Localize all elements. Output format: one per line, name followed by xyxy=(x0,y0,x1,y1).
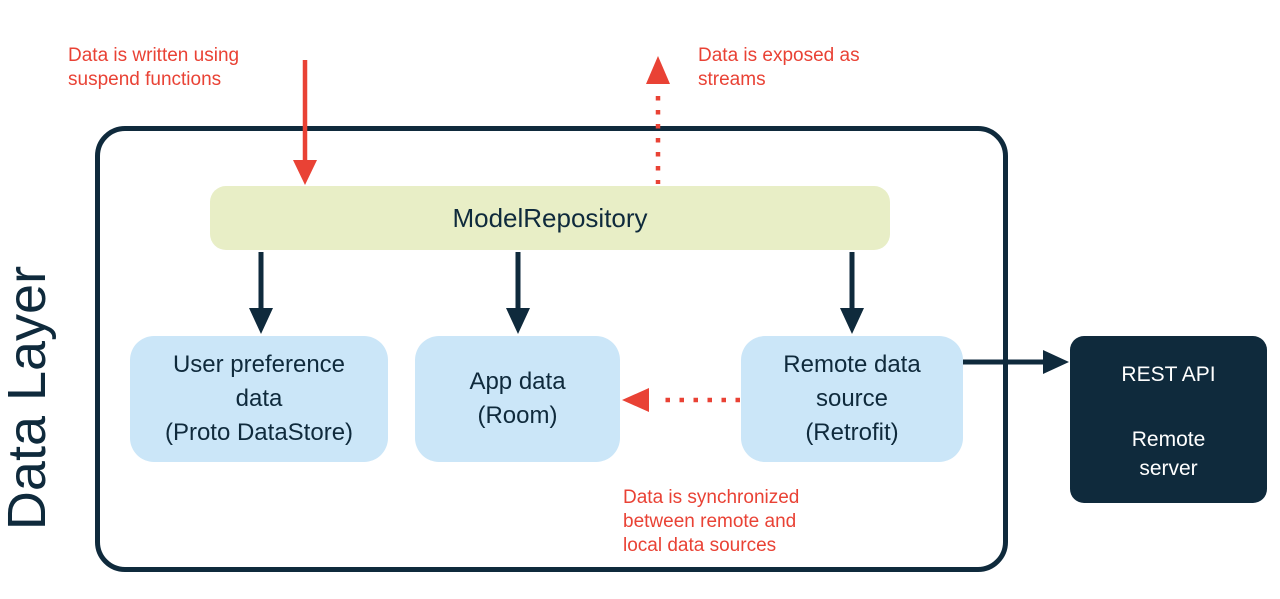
annotation-written-suspend: Data is written using suspend functions xyxy=(68,45,240,90)
app-data-box: App data (Room) xyxy=(415,336,620,462)
annotation-exposed-streams: Data is exposed as streams xyxy=(698,45,860,90)
annotation-synchronized: Data is synchronized between remote and … xyxy=(623,487,800,556)
remote-server-box: REST API Remote server xyxy=(1070,336,1267,503)
rest-api-label: REST API xyxy=(1121,363,1216,386)
user-preference-data-box: User preference data (Proto DataStore) xyxy=(130,336,388,462)
data-layer-container xyxy=(95,126,1008,572)
model-repository-label: ModelRepository xyxy=(452,202,648,233)
remote-server-label: Remote server xyxy=(1131,428,1206,480)
data-layer-title: Data Layer xyxy=(0,265,57,531)
model-repository-box: ModelRepository xyxy=(210,186,890,250)
remote-data-source-box: Remote data source (Retrofit) xyxy=(741,336,963,462)
